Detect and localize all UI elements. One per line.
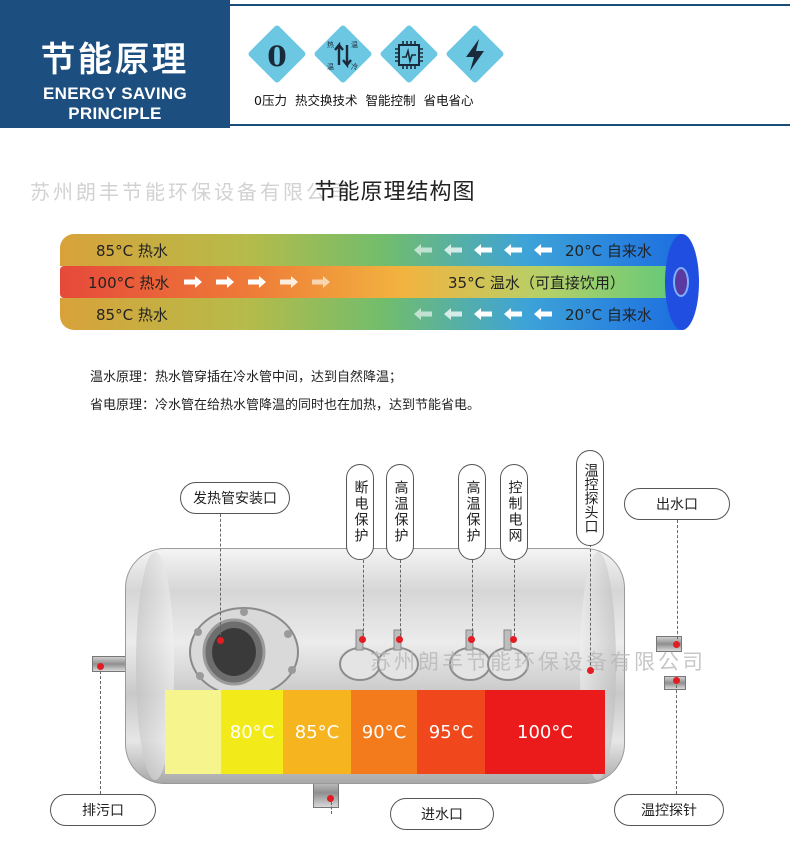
callout-outlet: 出水口: [624, 488, 730, 520]
feature-labels: 0压力 热交换技术 智能控制 省电省心: [254, 90, 477, 109]
feature-label-zero-pressure: 0压力: [254, 93, 287, 108]
svg-text:热: 热: [327, 40, 334, 49]
watermark-tank: 苏州朗丰节能环保设备有限公司: [370, 650, 706, 674]
pipe-band-top: 85°C 热水 20°C 自来水: [60, 234, 682, 266]
arrow-right-icon: [312, 276, 330, 288]
pipe-band-middle: 100°C 热水 35°C 温水（可直接饮用）: [60, 266, 682, 298]
pipe-band-bottom: 85°C 热水 20°C 自来水: [60, 298, 682, 330]
header-bottom-rule: [230, 124, 790, 126]
arrow-right-icon: [184, 276, 202, 288]
feature-label-smart-control: 智能控制: [365, 93, 416, 108]
zero-pressure-icon: 0: [267, 39, 287, 73]
arrow-left-icon: [414, 308, 432, 320]
callout-temp-probe-port: 温控探头口: [576, 450, 604, 546]
feature-zero-pressure: 0: [246, 24, 307, 86]
temp-zone-85: 85°C: [283, 690, 351, 774]
callout-power-off-protection: 断电保护: [346, 464, 374, 560]
feature-power-saving: [444, 24, 506, 86]
temp-zone-90: 90°C: [351, 690, 417, 774]
arrow-left-icon: [474, 244, 492, 256]
callout-inlet: 进水口: [390, 798, 494, 830]
header-top-rule: [230, 4, 790, 6]
header-title-box: 节能原理 ENERGY SAVING PRINCIPLE: [0, 0, 230, 128]
chip-control-icon: [378, 26, 440, 84]
callout-high-temp-protection-1: 高温保护: [386, 464, 414, 560]
temp-zone-100: 100°C: [485, 690, 605, 774]
arrow-left-icon: [504, 244, 522, 256]
temp-zone-0: [165, 690, 221, 774]
pipe-label-bot-right: 20°C 自来水: [565, 305, 652, 324]
lightning-icon: [444, 26, 506, 84]
temp-zone-95: 95°C: [417, 690, 485, 774]
callout-heater-port: 发热管安装口: [180, 482, 290, 514]
pipe-label-bot-left: 85°C 热水: [96, 305, 168, 324]
arrow-left-icon: [534, 244, 552, 256]
svg-text:冷: 冷: [351, 62, 358, 71]
feature-smart-control: [378, 24, 440, 86]
arrow-right-icon: [280, 276, 298, 288]
pipe-label-mid-left: 100°C 热水: [88, 273, 170, 292]
callout-high-temp-protection-2: 高温保护: [458, 464, 486, 560]
sensor-sockets: [339, 629, 529, 681]
pipe-label-mid-right: 35°C 温水（可直接饮用）: [448, 273, 625, 292]
heater-flange: [189, 607, 299, 697]
temp-zone-80: 80°C: [221, 690, 283, 774]
pipe-label-top-left: 85°C 热水: [96, 241, 168, 260]
header-subtitle: ENERGY SAVING PRINCIPLE: [42, 84, 188, 123]
callout-probe: 温控探针: [614, 794, 724, 826]
principle-power-saving: 省电原理：冷水管在给热水管降温的同时也在加热，达到节能省电。: [90, 398, 481, 413]
callout-control-grid: 控制电网: [500, 464, 528, 560]
header-title: 节能原理: [41, 40, 189, 80]
arrow-right-icon: [216, 276, 234, 288]
heat-exchange-icon: 热 温 温 冷: [312, 26, 374, 84]
svg-text:温: 温: [351, 40, 358, 49]
arrow-left-icon: [414, 244, 432, 256]
section-title: 节能原理结构图: [314, 180, 476, 205]
pipe-diagram: 85°C 热水 20°C 自来水 100°C 热水 35°C 温水（可直接饮用）…: [60, 234, 700, 330]
feature-label-power-saving: 省电省心: [423, 93, 474, 108]
arrow-right-icon: [248, 276, 266, 288]
feature-heat-exchange: 热 温 温 冷: [312, 24, 374, 86]
outlet-fitting: [656, 636, 682, 652]
tank-diagram: 80°C 85°C 90°C 95°C 100°C 苏州朗丰节能环保设备有限公司…: [0, 440, 790, 864]
feature-label-heat-exchange: 热交换技术: [294, 93, 358, 108]
arrow-left-icon: [444, 244, 462, 256]
watermark-top: 苏州朗丰节能环保设备有限公司: [30, 180, 352, 204]
principle-warm-water: 温水原理：热水管穿插在冷水管中间，达到自然降温；: [90, 370, 403, 385]
arrow-left-icon: [444, 308, 462, 320]
callout-drain: 排污口: [50, 794, 156, 826]
pipe-end-opening: [673, 267, 689, 297]
pipe-label-top-right: 20°C 自来水: [565, 241, 652, 260]
svg-text:温: 温: [327, 62, 334, 71]
arrow-left-icon: [534, 308, 552, 320]
arrow-left-icon: [504, 308, 522, 320]
arrow-left-icon: [474, 308, 492, 320]
